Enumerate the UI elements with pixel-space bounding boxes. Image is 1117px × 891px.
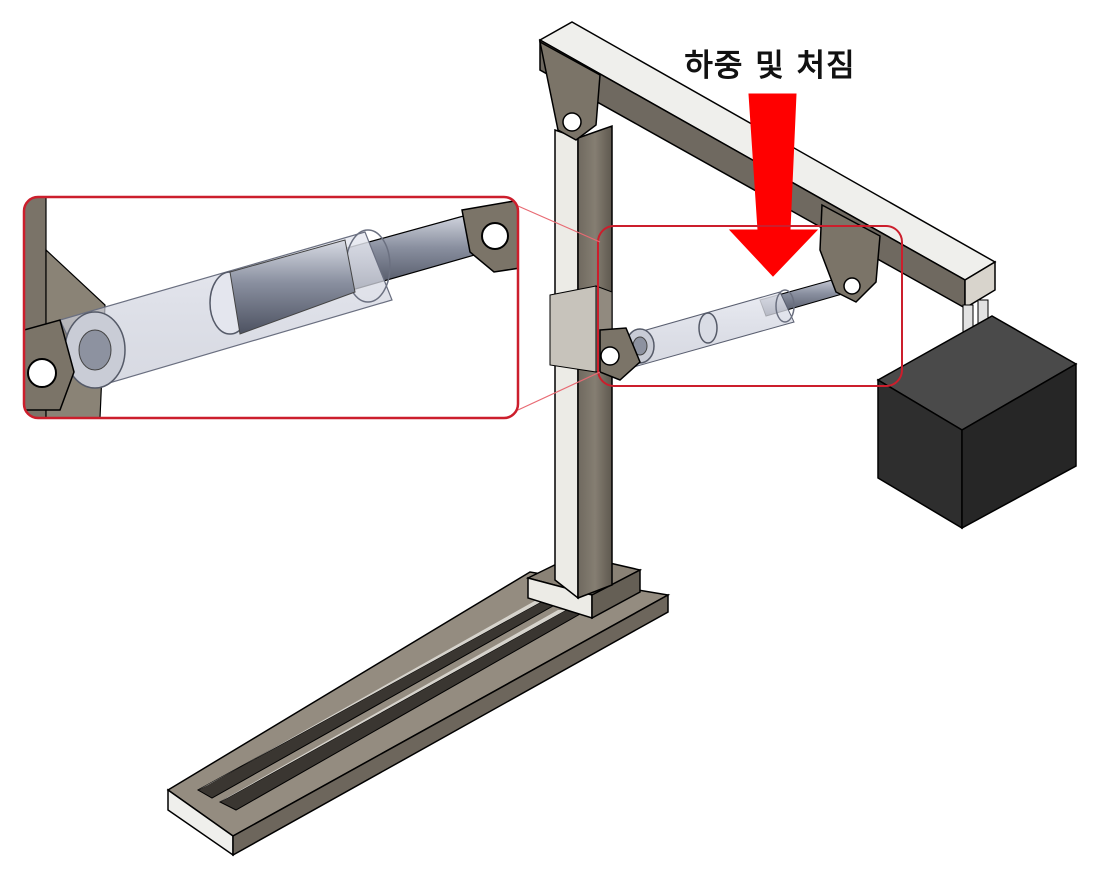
detail-highlight-box <box>597 225 903 387</box>
hydraulic-strut <box>617 274 857 369</box>
beam-clevis <box>819 203 881 303</box>
lower-clevis <box>599 327 641 381</box>
weight-block <box>876 315 1078 530</box>
base-plate <box>166 571 671 857</box>
callout-leader-bottom <box>517 371 601 411</box>
vertical-post <box>549 124 613 600</box>
top-gusset <box>538 40 601 141</box>
load-deflection-label: 하중 및 처짐 <box>684 48 856 84</box>
down-arrow-icon <box>728 93 819 277</box>
callout-leader-top <box>517 205 601 243</box>
detail-inset <box>22 195 520 420</box>
